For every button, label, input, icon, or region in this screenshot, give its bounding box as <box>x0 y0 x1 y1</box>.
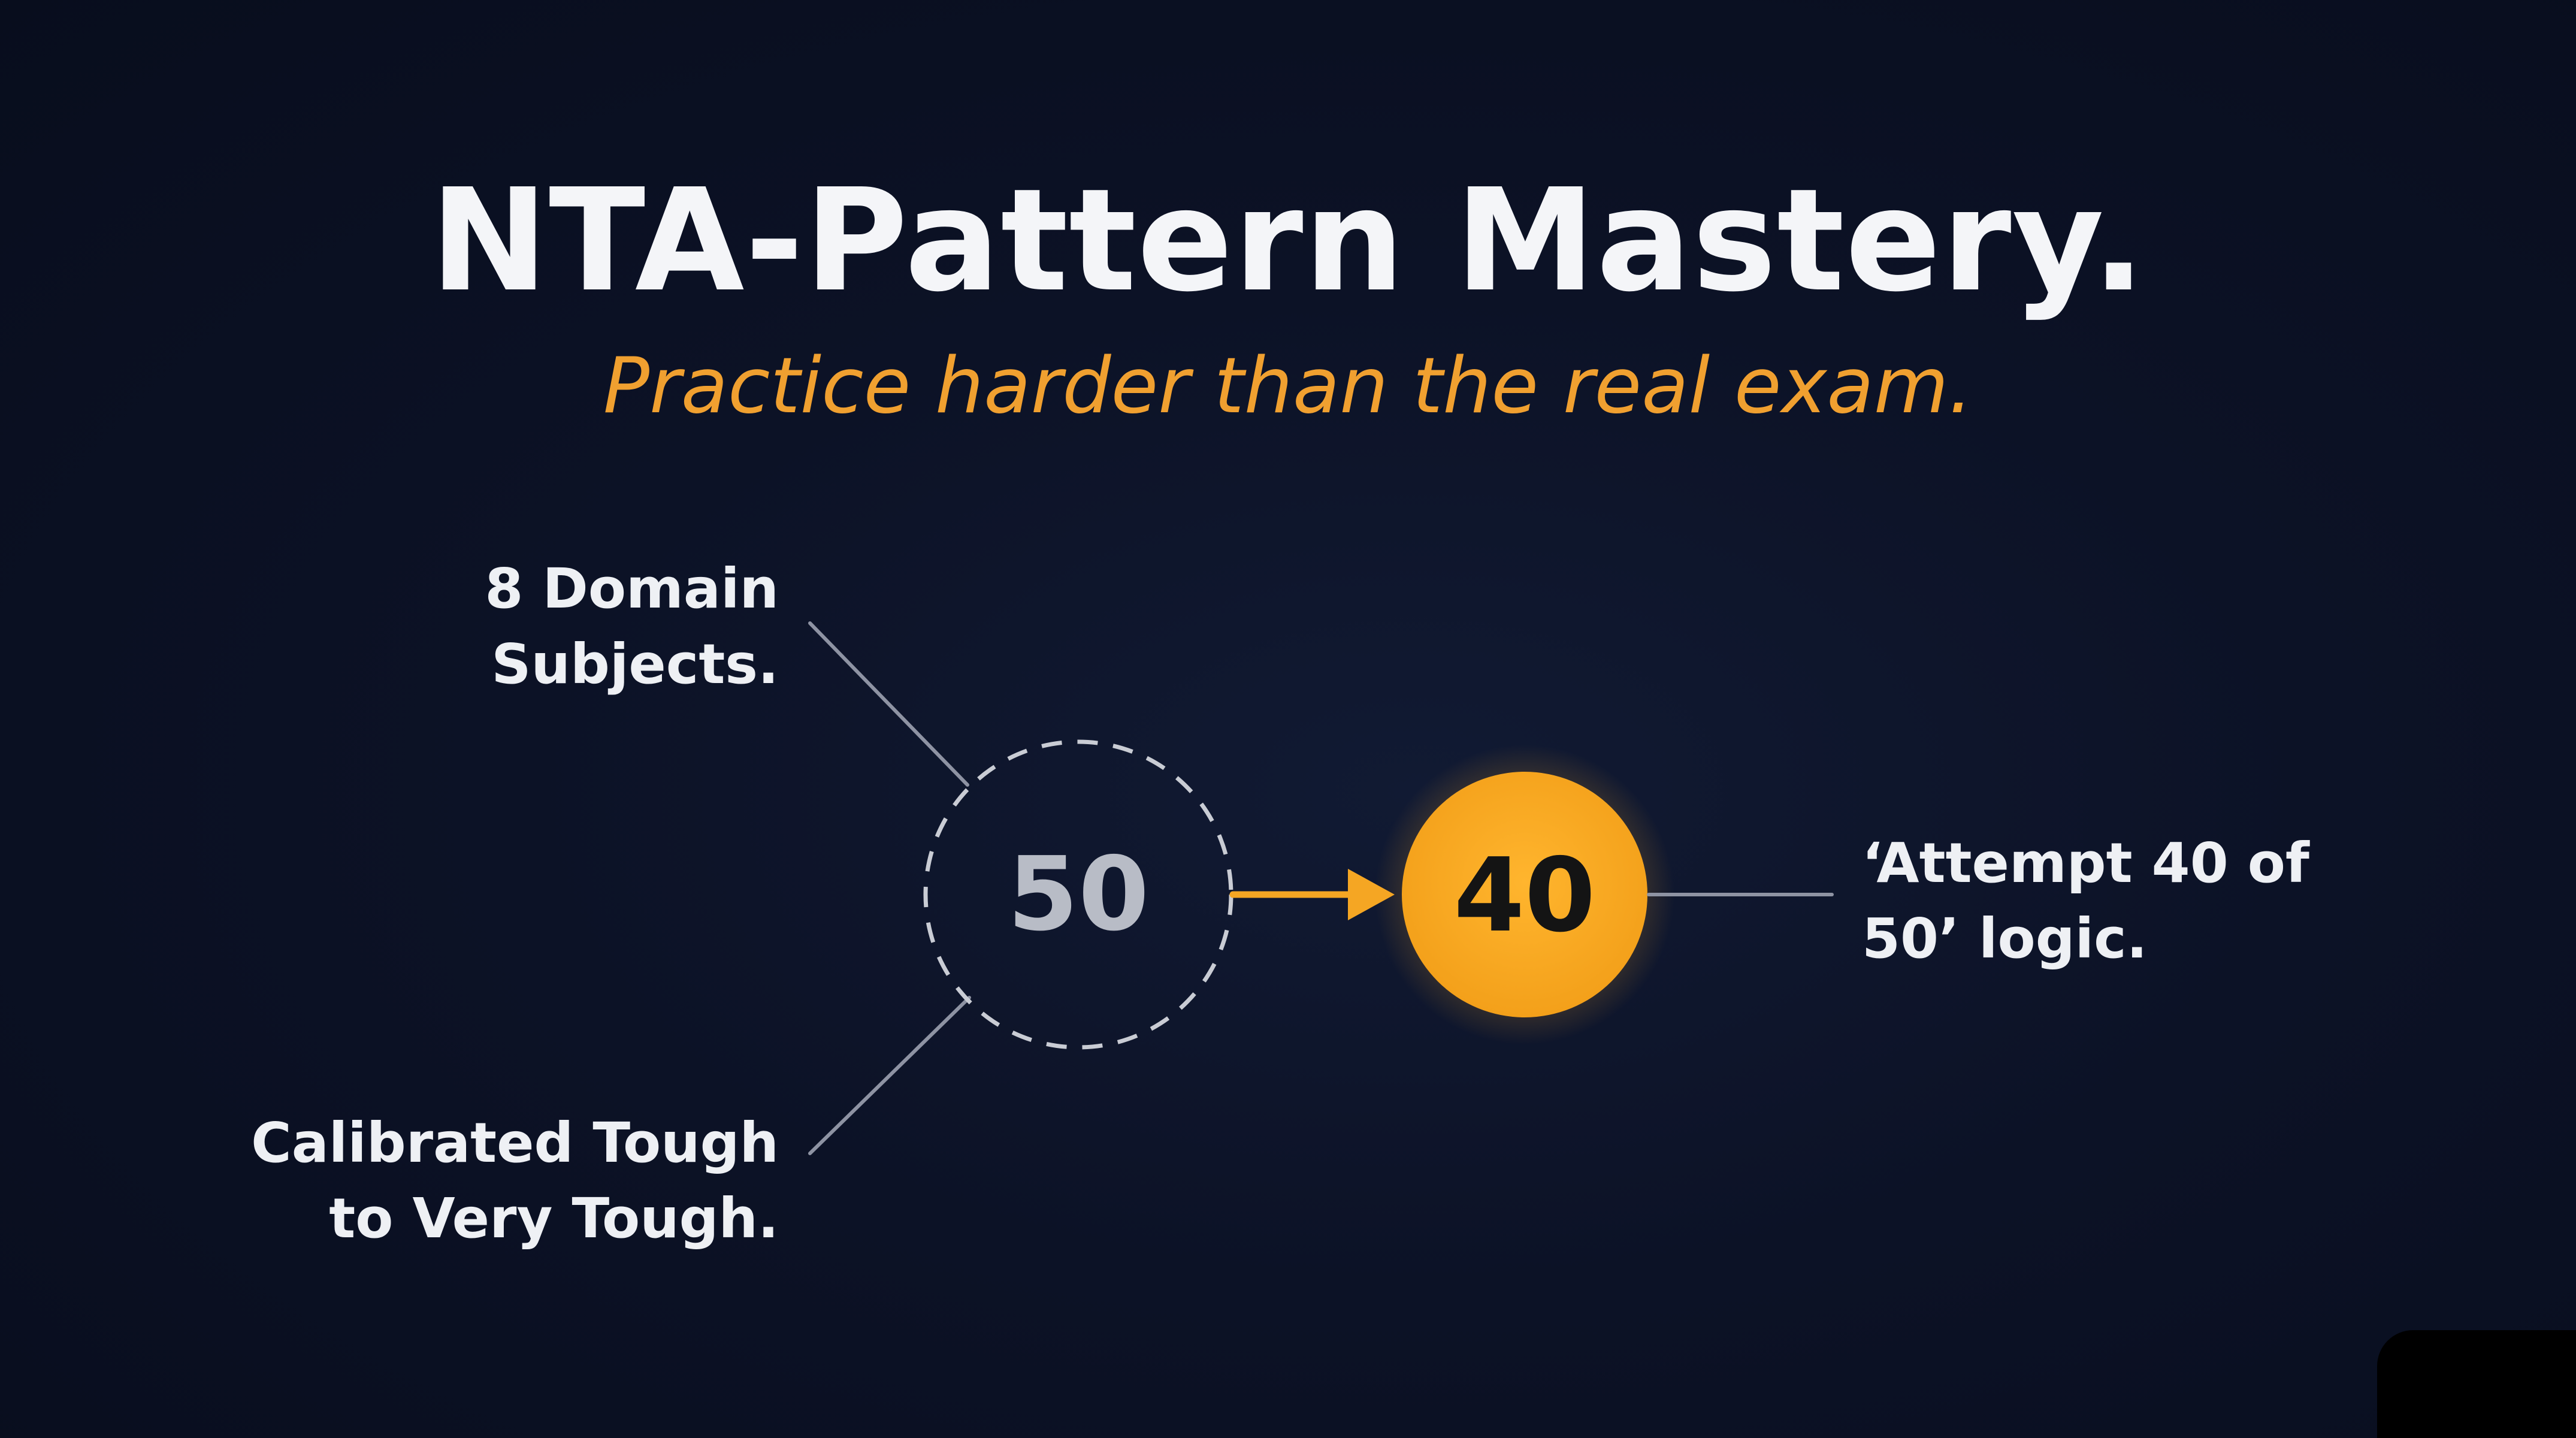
label-domain-subjects-line1: 8 Domain <box>485 557 779 621</box>
label-domain-subjects: 8 Domain Subjects. <box>485 551 779 702</box>
label-domain-subjects-line2: Subjects. <box>491 632 779 696</box>
label-attempt-logic-line1: ‘Attempt 40 of <box>1862 831 2309 895</box>
connector-tough <box>808 996 971 1155</box>
label-calibrated-tough-line2: to Very Tough. <box>329 1186 779 1250</box>
slide-subtitle: Practice harder than the real exam. <box>603 342 1973 431</box>
label-attempt-logic-line2: 50’ logic. <box>1862 907 2148 971</box>
arrow-head-icon <box>1348 869 1395 920</box>
corner-overlay <box>2377 1330 2576 1438</box>
target-circle-value: 40 <box>1453 836 1596 955</box>
source-circle-value: 50 <box>1007 835 1150 954</box>
label-calibrated-tough-line1: Calibrated Tough <box>251 1111 779 1175</box>
target-circle <box>1402 772 1647 1017</box>
connector-domains <box>808 621 969 787</box>
label-calibrated-tough: Calibrated Tough to Very Tough. <box>251 1105 779 1256</box>
slide-title: NTA-Pattern Mastery. <box>430 158 2146 323</box>
label-attempt-logic: ‘Attempt 40 of 50’ logic. <box>1862 826 2309 977</box>
